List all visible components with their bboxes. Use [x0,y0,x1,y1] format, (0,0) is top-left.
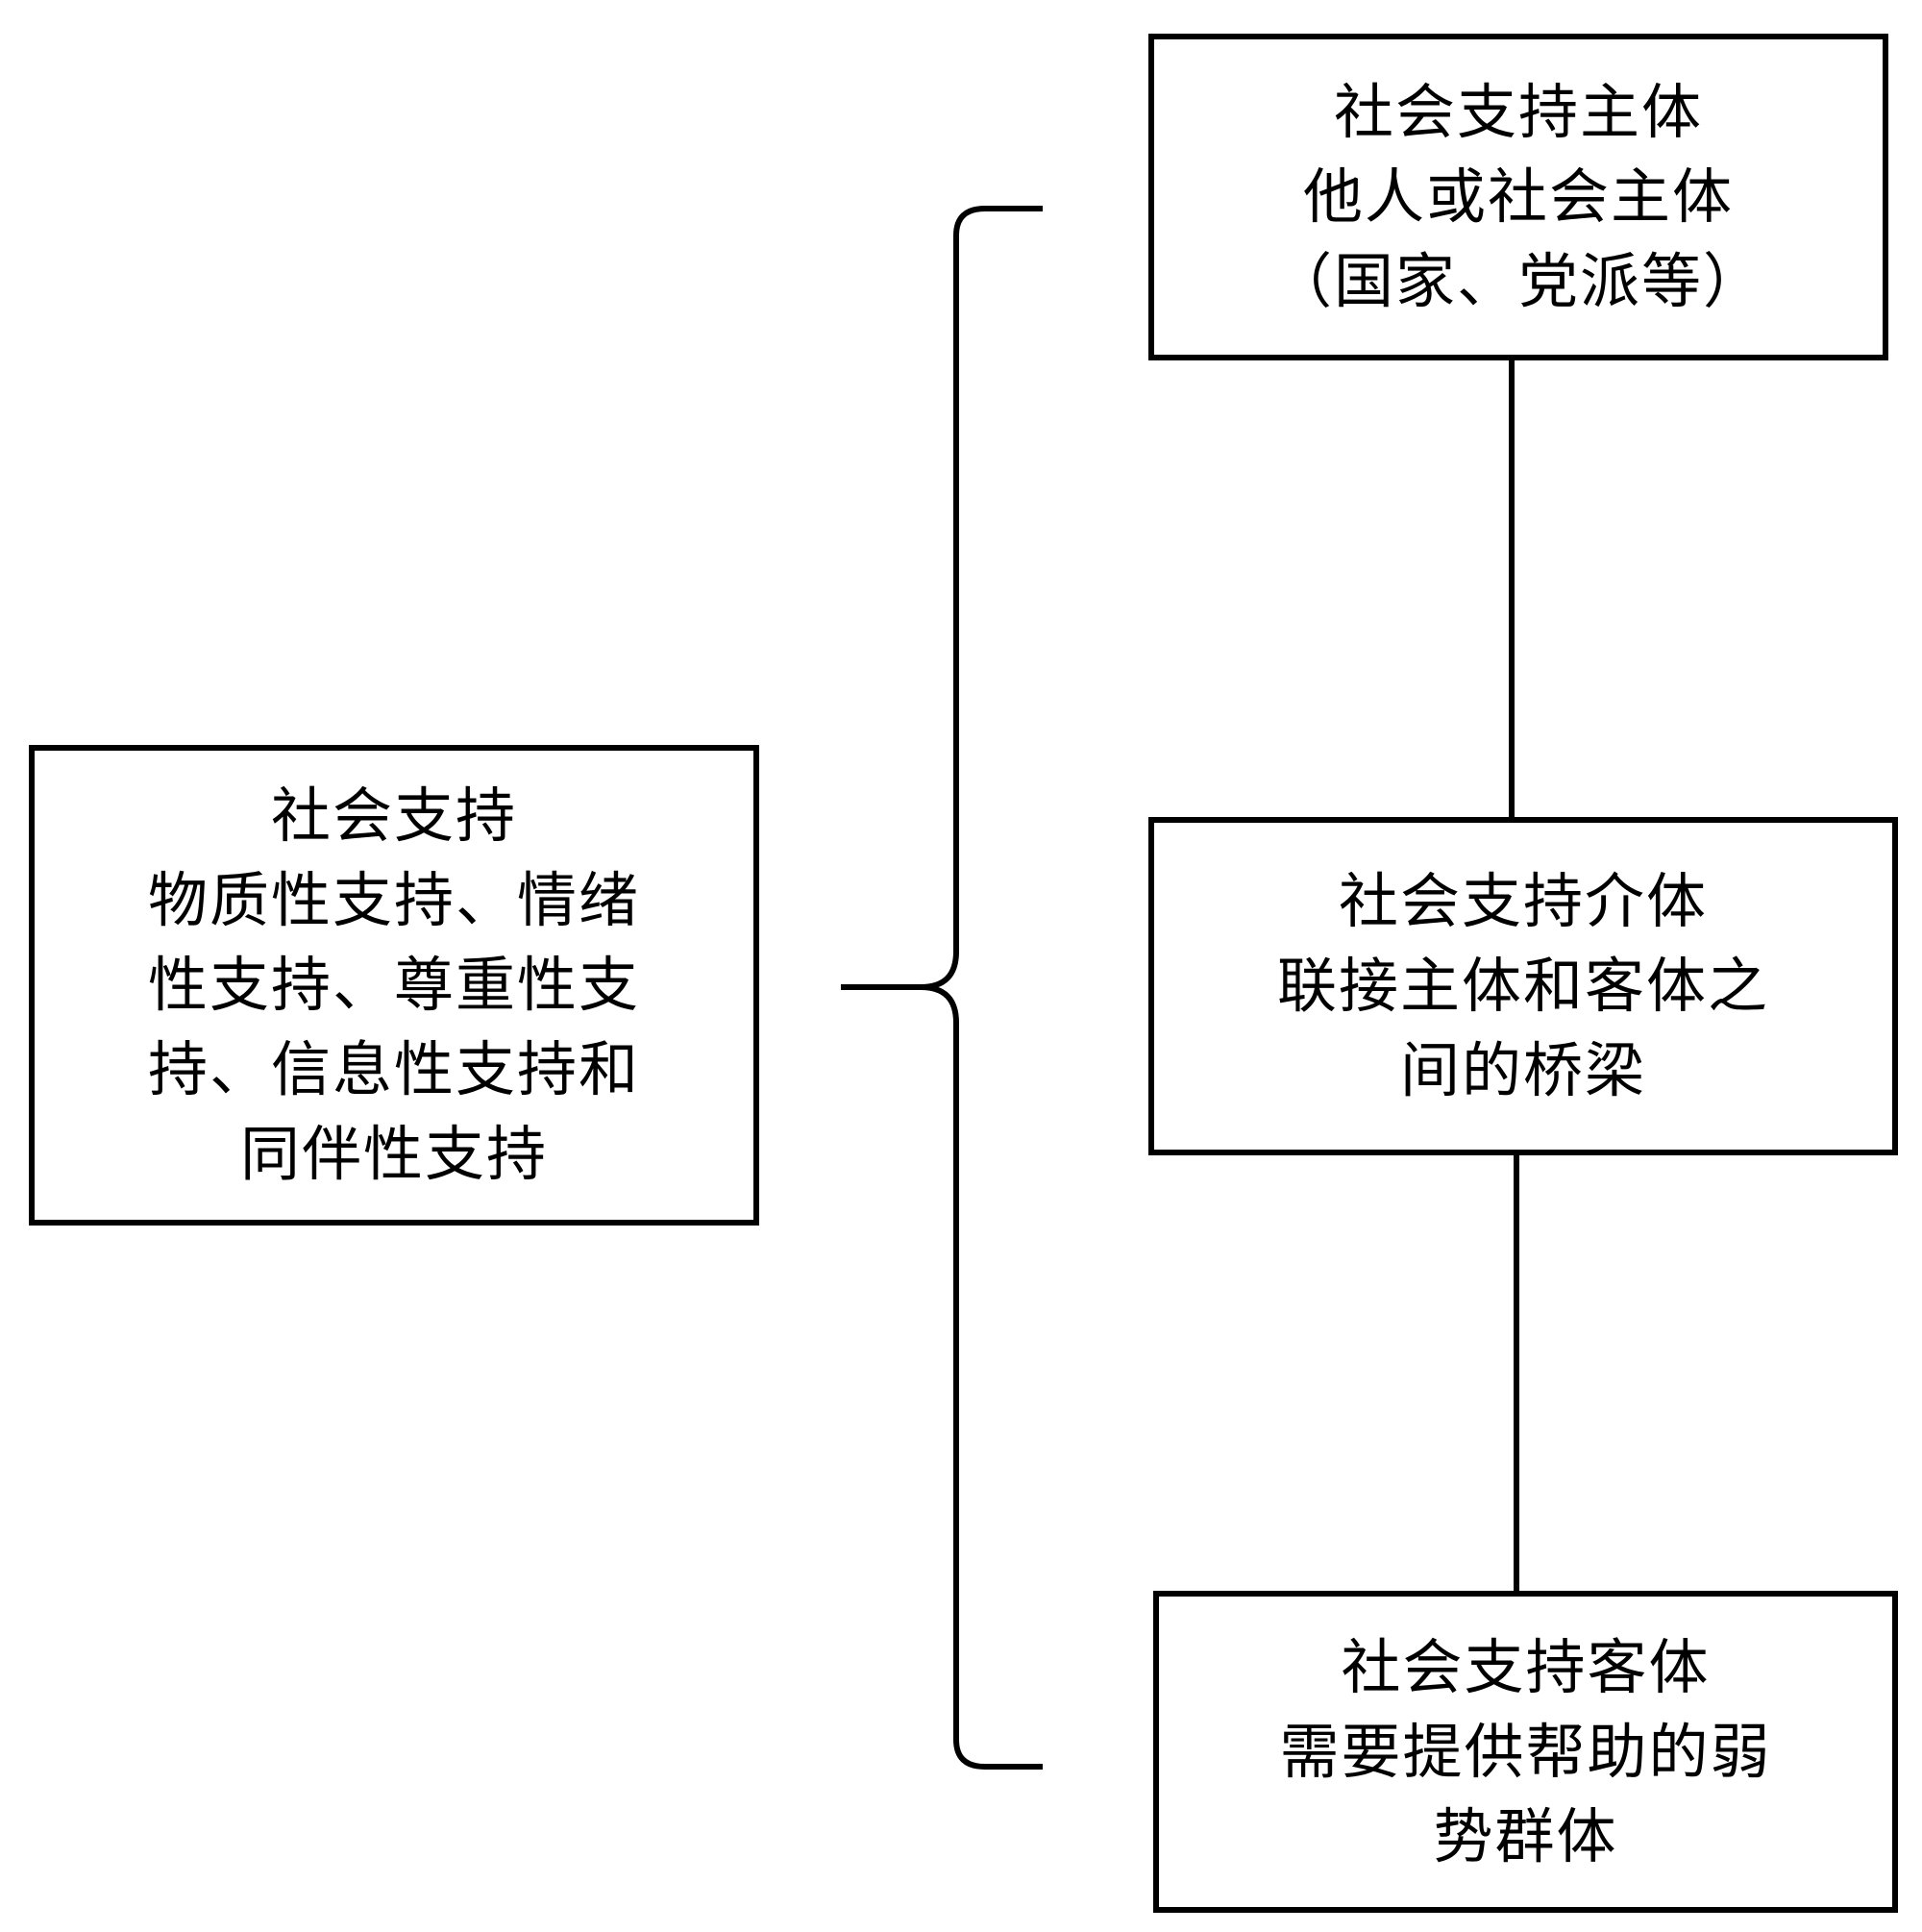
social-support-text-line: 持、信息性支持和 [147,1034,640,1104]
support-subject-box: 社会支持主体 他人或社会主体 （国家、党派等） [1148,34,1888,360]
social-support-text-line: 性支持、尊重性支 [147,950,640,1020]
support-subject-text-line: 他人或社会主体 [1302,161,1734,232]
social-support-text-line: 物质性支持、情绪 [147,865,640,935]
support-medium-box: 社会支持介体 联接主体和客体之 间的桥梁 [1148,817,1898,1155]
support-medium-title: 社会支持介体 [1338,866,1708,936]
social-support-title: 社会支持 [270,780,517,851]
support-medium-text-line: 间的桥梁 [1399,1035,1646,1105]
support-object-box: 社会支持客体 需要提供帮助的弱 势群体 [1153,1591,1898,1913]
support-medium-text-line: 联接主体和客体之 [1276,951,1769,1021]
support-object-title: 社会支持客体 [1341,1631,1711,1702]
support-object-text-line: 需要提供帮助的弱 [1279,1716,1772,1787]
curly-brace [841,206,1043,1770]
support-subject-title: 社会支持主体 [1333,77,1703,147]
support-object-text-line: 势群体 [1433,1800,1618,1871]
support-subject-text-line: （国家、党派等） [1271,246,1764,316]
social-support-text-line: 同伴性支持 [239,1119,548,1189]
social-support-box: 社会支持 物质性支持、情绪 性支持、尊重性支 持、信息性支持和 同伴性支持 [29,745,759,1226]
